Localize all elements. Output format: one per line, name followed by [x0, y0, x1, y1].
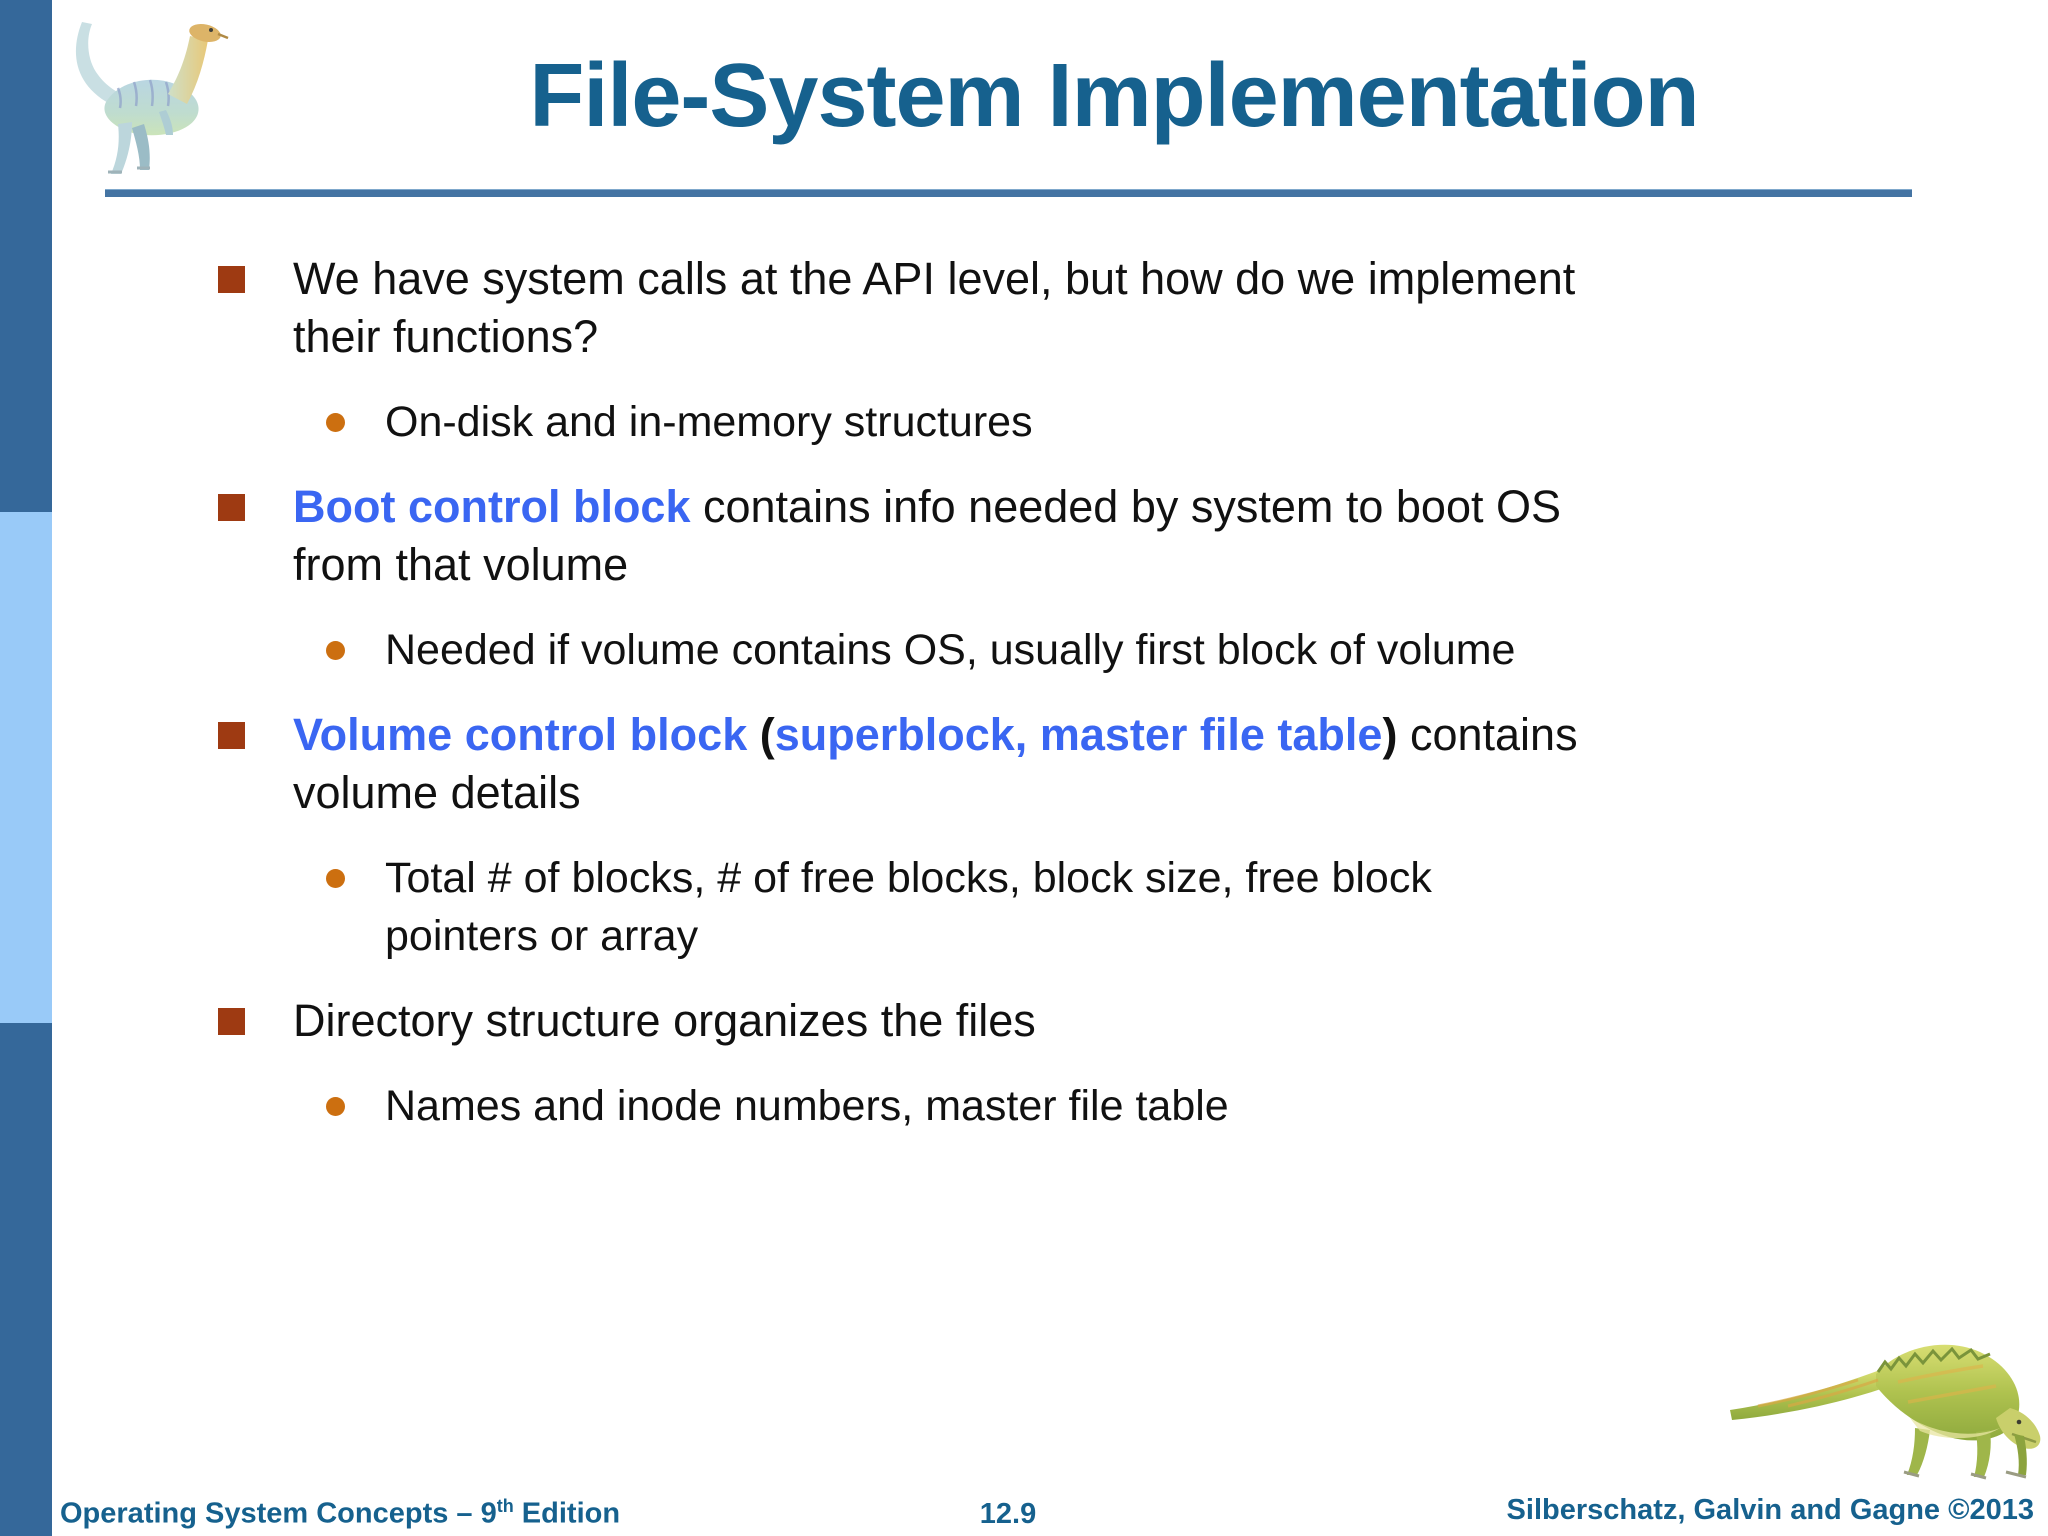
text-segment: their functions? [293, 311, 599, 362]
highlighted-term: Boot control block [293, 481, 691, 532]
text-segment: Total # of blocks, # of free blocks, blo… [385, 854, 1432, 902]
dinosaur-icon [1730, 1344, 2041, 1480]
dot-bullet-icon [326, 641, 345, 660]
square-bullet-icon [218, 1008, 245, 1035]
text-segment: volume details [293, 767, 581, 818]
bullet-list: We have system calls at the API level, b… [0, 250, 2048, 1162]
bullet-text-line: Boot control block contains info needed … [293, 478, 1561, 536]
text-segment: We have system calls at the API level, b… [293, 253, 1576, 304]
bullet-text: On-disk and in-memory structures [385, 393, 1033, 451]
bullet-text: Directory structure organizes the files [293, 992, 1036, 1050]
text-segment: Needed if volume contains OS, usually fi… [385, 626, 1516, 674]
text-segment: Directory structure organizes the files [293, 995, 1036, 1046]
slide-number: 12.9 [979, 1498, 1037, 1530]
square-bullet-icon [218, 722, 245, 749]
sub-bullet-item: Total # of blocks, # of free blocks, blo… [0, 849, 2048, 965]
bullet-text-line: pointers or array [385, 907, 1432, 965]
footer-ordinal-sup: th [496, 1496, 514, 1516]
square-bullet-icon [218, 494, 245, 521]
bullet-text-line: their functions? [293, 308, 1575, 366]
highlighted-term: superblock, master file table [774, 709, 1383, 760]
bullet-text: Needed if volume contains OS, usually fi… [385, 621, 1515, 679]
bullet-text: Total # of blocks, # of free blocks, blo… [385, 849, 1432, 965]
bullet-text-line: We have system calls at the API level, b… [293, 250, 1575, 308]
sidebar-stripe-bottom [0, 1023, 52, 1536]
sub-bullet-item: On-disk and in-memory structures [0, 393, 2048, 451]
bullet-text: Names and inode numbers, master file tab… [385, 1077, 1229, 1135]
square-bullet-icon [218, 266, 245, 293]
sub-bullet-item: Needed if volume contains OS, usually fi… [0, 621, 2048, 679]
bullet-text-line: volume details [293, 764, 1578, 822]
text-segment: ) [1382, 709, 1398, 760]
bullet-item: Volume control block (superblock, master… [0, 706, 2048, 822]
bullet-text-line: Needed if volume contains OS, usually fi… [385, 621, 1515, 679]
sidebar-stripe-top [0, 0, 52, 512]
bullet-text: We have system calls at the API level, b… [293, 250, 1575, 366]
text-segment: pointers or array [385, 912, 699, 960]
dot-bullet-icon [326, 869, 345, 888]
text-segment: from that volume [293, 539, 629, 590]
text-segment: contains [1397, 709, 1578, 760]
bullet-text-line: Directory structure organizes the files [293, 992, 1036, 1050]
text-segment [747, 709, 760, 760]
title-underline [105, 189, 1912, 197]
sidebar-stripe-middle [0, 512, 52, 1023]
bullet-item: Directory structure organizes the files [0, 992, 2048, 1050]
text-segment: contains info needed by system to boot O… [690, 481, 1562, 532]
bullet-text-line: Names and inode numbers, master file tab… [385, 1077, 1229, 1135]
bullet-text-line: Total # of blocks, # of free blocks, blo… [385, 849, 1432, 907]
dinosaur-icon [75, 22, 229, 174]
bullet-text-line: from that volume [293, 536, 1561, 594]
dot-bullet-icon [326, 413, 345, 432]
footer-authors: Silberschatz, Galvin and Gagne ©2013 [1506, 1494, 2034, 1526]
dot-bullet-icon [326, 1097, 345, 1116]
bullet-text-line: On-disk and in-memory structures [385, 393, 1033, 451]
text-segment: Names and inode numbers, master file tab… [385, 1082, 1229, 1130]
highlighted-term: Volume control block [293, 709, 748, 760]
footer-book-title-text: Operating System Concepts – 9 [60, 1497, 497, 1530]
bullet-text-line: Volume control block (superblock, master… [293, 706, 1578, 764]
footer-book-title: Operating System Concepts – 9th Edition [60, 1496, 620, 1531]
text-segment: ( [759, 709, 775, 760]
sub-bullet-item: Names and inode numbers, master file tab… [0, 1077, 2048, 1135]
page-title: File-System Implementation [529, 46, 1699, 146]
footer-edition-text: Edition [513, 1497, 621, 1530]
bullet-text: Boot control block contains info needed … [293, 478, 1561, 594]
text-segment: On-disk and in-memory structures [385, 398, 1033, 446]
bullet-item: We have system calls at the API level, b… [0, 250, 2048, 366]
bullet-text: Volume control block (superblock, master… [293, 706, 1578, 822]
bullet-item: Boot control block contains info needed … [0, 478, 2048, 594]
